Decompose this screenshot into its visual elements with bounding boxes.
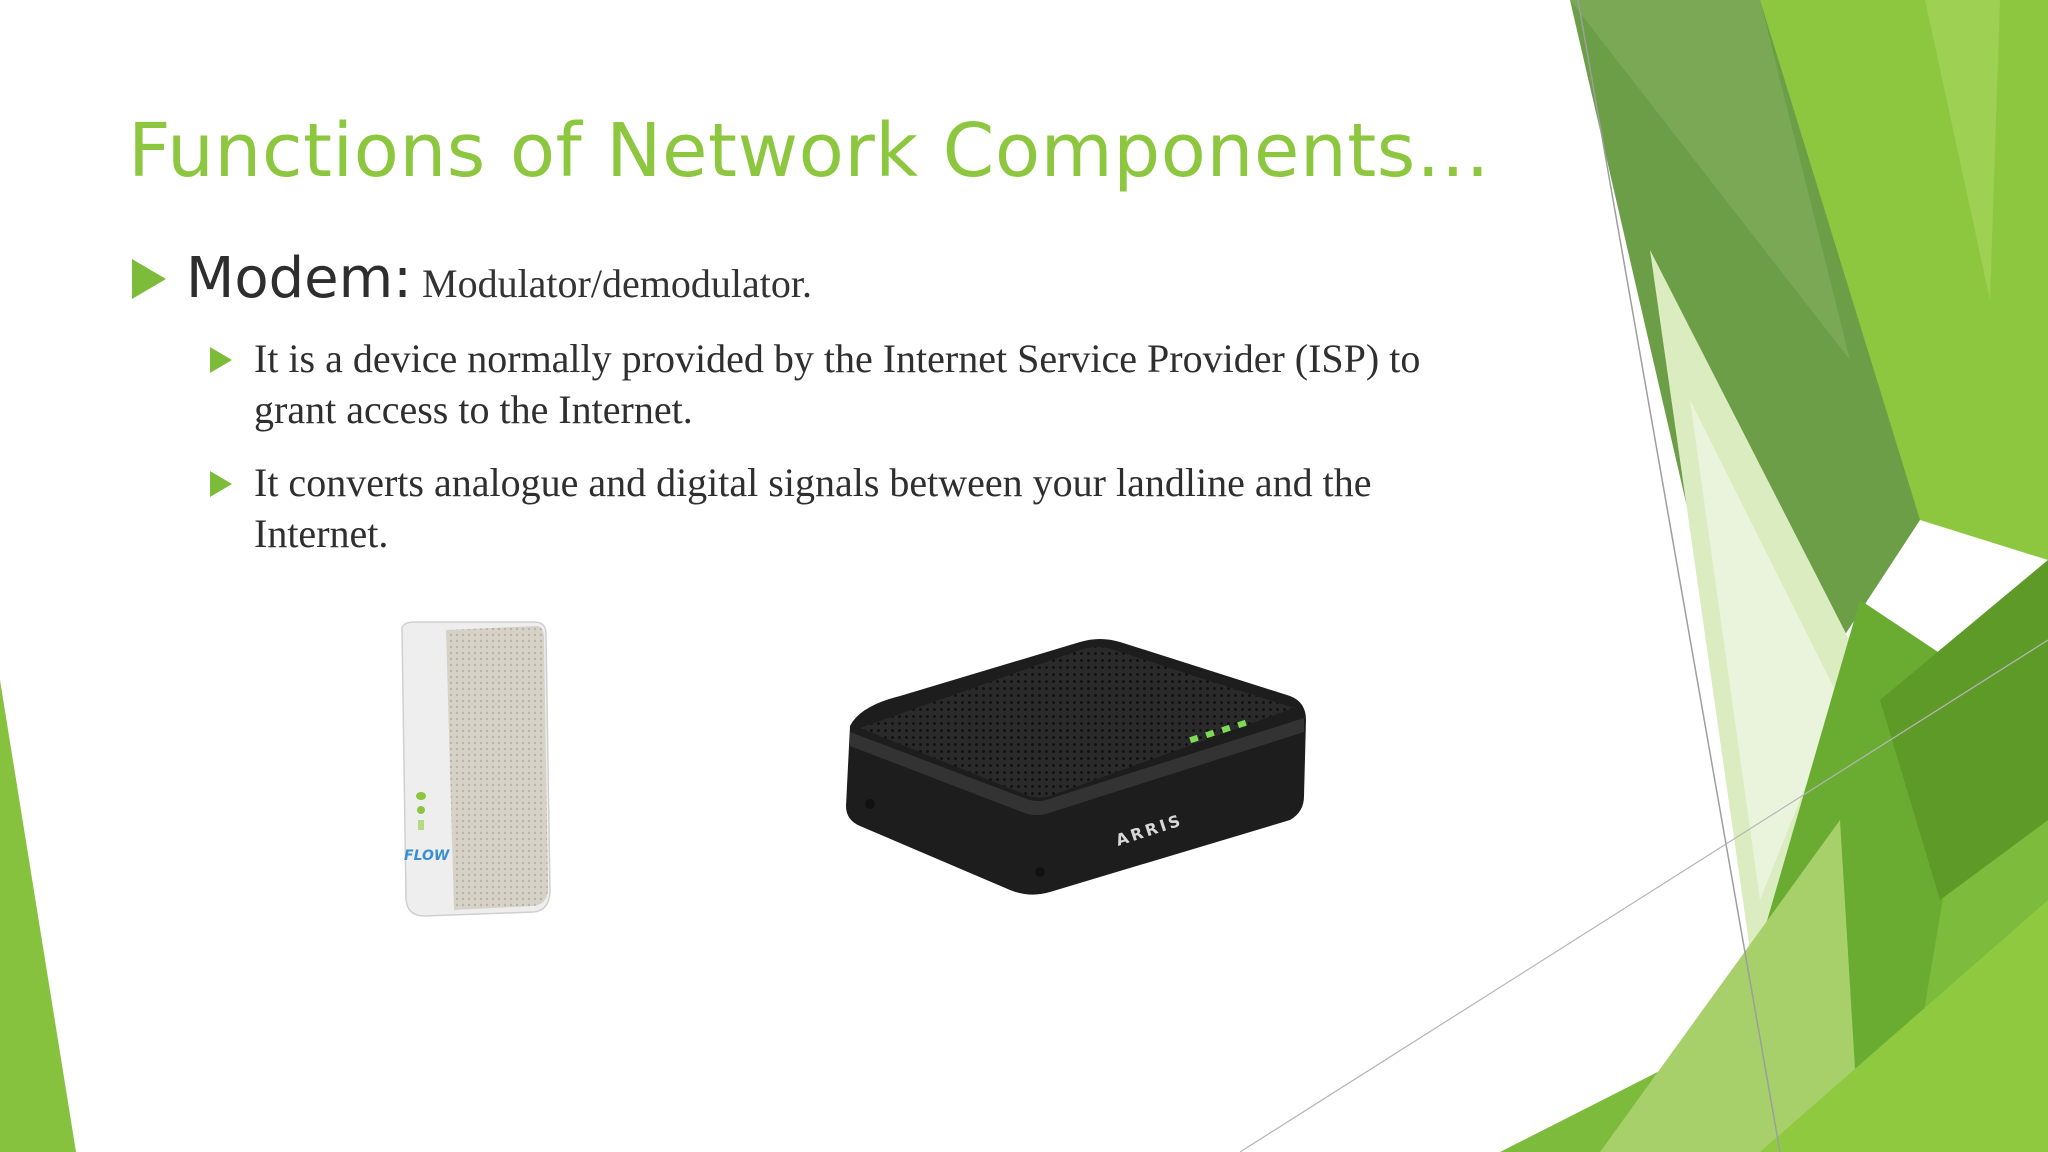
sub-bullet-2: It converts analogue and digital signals… bbox=[210, 457, 1510, 559]
right-shape-top-strip bbox=[1925, 0, 2000, 300]
slide-title: Functions of Network Components… bbox=[128, 108, 1491, 194]
sub-bullet-1: It is a device normally provided by the … bbox=[210, 333, 1510, 435]
bullet-modem: Modem: Modulator/demodulator. bbox=[132, 246, 812, 311]
bullet-arrow-icon bbox=[210, 347, 232, 373]
right-shape-light2 bbox=[1600, 820, 1860, 1152]
thin-line-1 bbox=[1577, 0, 1781, 1152]
right-shape-bottom bbox=[1760, 900, 2048, 1152]
right-shape-deep bbox=[1880, 560, 2048, 900]
sub-bullet-text: It is a device normally provided by the … bbox=[254, 336, 1421, 432]
bullet-arrow-icon bbox=[132, 258, 166, 299]
flow-modem-image: FLOW bbox=[401, 621, 551, 917]
thin-line-2 bbox=[1239, 639, 2048, 1152]
arris-modem-image: ARRIS bbox=[846, 639, 1306, 895]
bullet-arrow-icon bbox=[210, 471, 232, 497]
sub-bullet-text: It converts analogue and digital signals… bbox=[254, 460, 1372, 556]
flow-brand-label: FLOW bbox=[404, 848, 450, 864]
right-shape-pale bbox=[1690, 400, 1840, 900]
bullet-term: Modem: bbox=[186, 246, 412, 311]
left-green-strip bbox=[0, 680, 76, 1152]
right-shape-olive bbox=[1570, 0, 1850, 360]
bullet-definition: Modulator/demodulator. bbox=[422, 261, 812, 306]
